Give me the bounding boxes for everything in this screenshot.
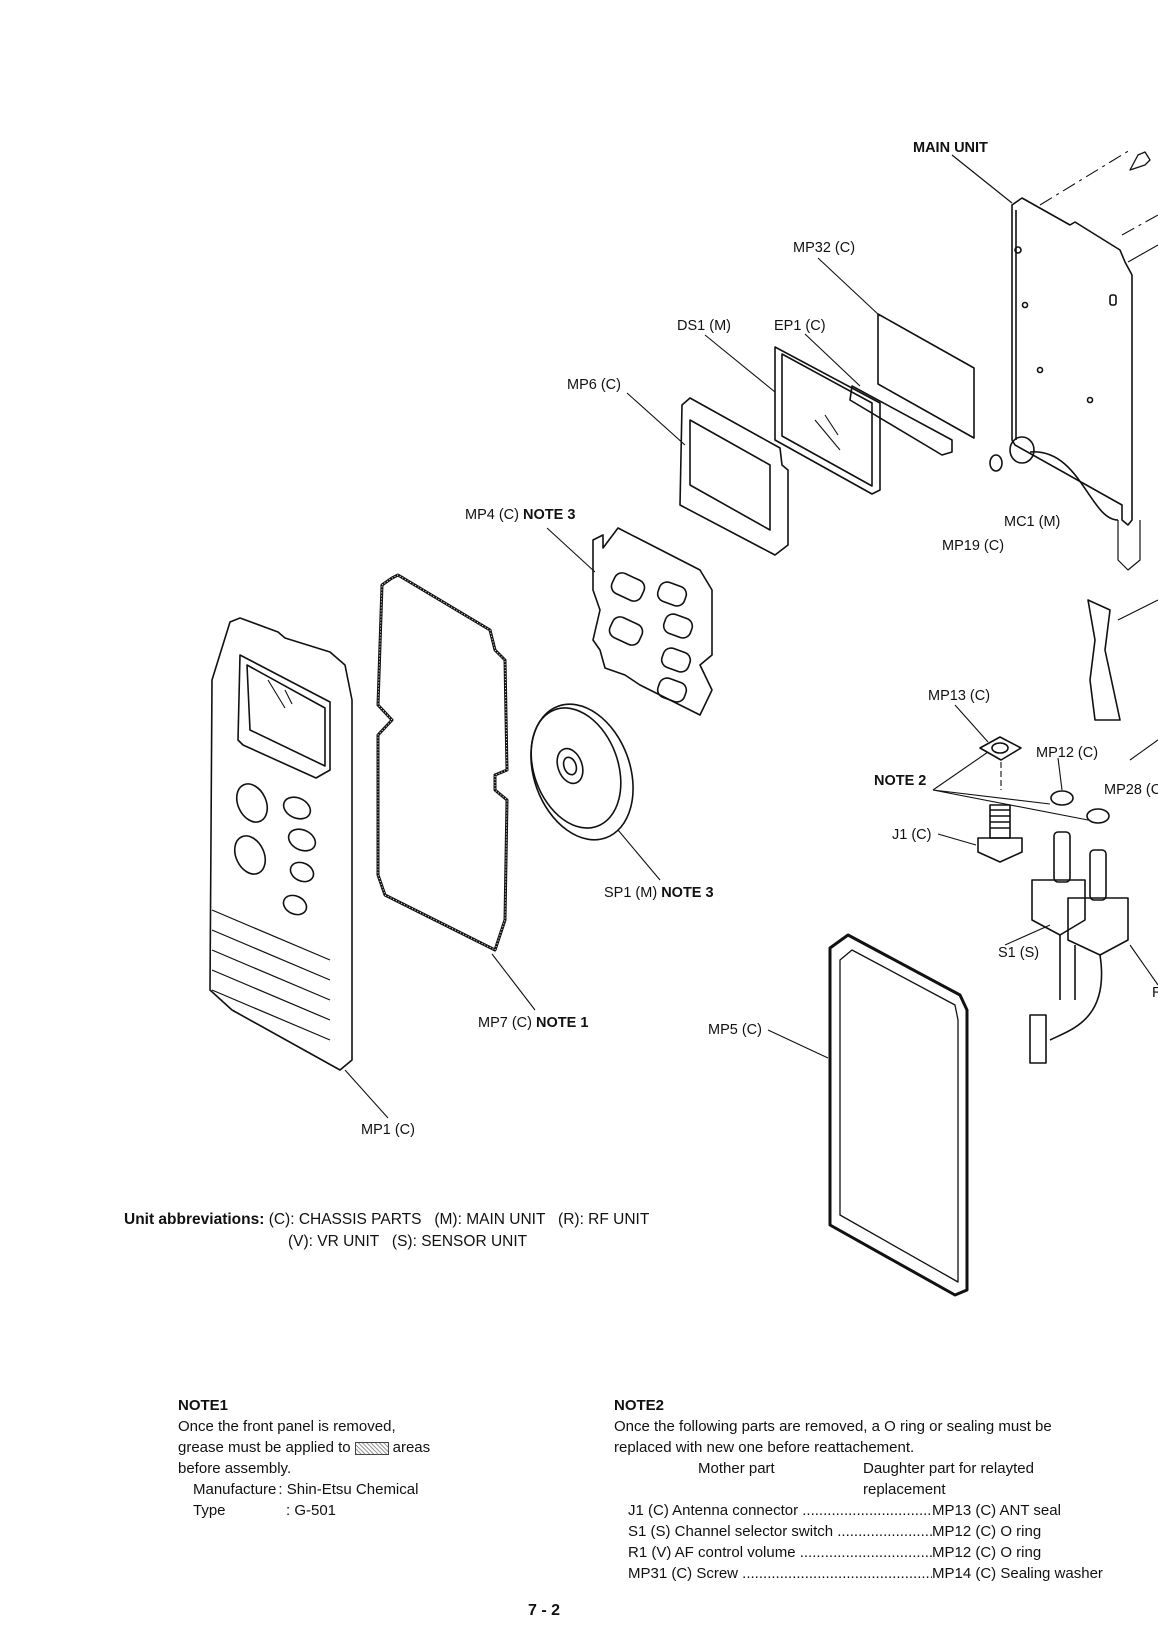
main-unit-leader — [951, 154, 1013, 204]
label-ep1: EP1 (C) — [774, 318, 826, 334]
mp1-front-panel — [209, 617, 353, 1071]
s1-r1-switches — [1029, 831, 1129, 1064]
mp12-o-ring-1 — [1050, 790, 1074, 806]
manufacture-label: Manufacture — [193, 1481, 277, 1498]
label-j1: J1 (C) — [892, 827, 932, 843]
mother-part: MP31 (C) Screw .........................… — [628, 1565, 932, 1582]
note2-title: NOTE2 — [614, 1397, 665, 1414]
manufacture-value: : Shin-Etsu Chemical — [278, 1481, 419, 1498]
label-mc1: MC1 (M) — [1004, 514, 1061, 530]
type-label: Type — [193, 1502, 226, 1519]
col-daughter: Daughter part for relayted — [863, 1460, 1034, 1477]
label-mp32: MP32 (C) — [793, 240, 856, 256]
note2-line2: replaced with new one before reattacheme… — [614, 1439, 915, 1456]
table-row: R1 (V) AF control volume ...............… — [614, 1542, 1103, 1563]
table-row: J1 (C) Antenna connector ...............… — [614, 1500, 1103, 1521]
note1-line3: before assembly. — [178, 1460, 292, 1477]
note2-table: J1 (C) Antenna connector ...............… — [614, 1500, 1103, 1584]
label-r-cut: R — [1152, 985, 1158, 1001]
label-mp19: MP19 (C) — [942, 538, 1005, 554]
label-mp6: MP6 (C) — [567, 377, 621, 393]
label-s1: S1 (S) — [998, 945, 1040, 961]
note1-title: NOTE1 — [178, 1397, 229, 1414]
mp12-o-ring-2 — [1086, 808, 1110, 824]
grease-hatch-swatch — [354, 1441, 389, 1455]
mp5-seal — [828, 933, 969, 1297]
table-row: MP31 (C) Screw .........................… — [614, 1563, 1103, 1584]
daughter-part: MP13 (C) ANT seal — [932, 1502, 1061, 1519]
mother-part: S1 (S) Channel selector switch .........… — [628, 1523, 932, 1540]
abbr-title: Unit abbreviations: — [124, 1211, 265, 1228]
label-mp5: MP5 (C) — [708, 1022, 762, 1038]
daughter-part: MP12 (C) O ring — [932, 1544, 1042, 1561]
note1-line1: Once the front panel is removed, — [178, 1418, 396, 1435]
daughter-part: MP12 (C) O ring — [932, 1523, 1042, 1540]
mp32-sheet — [877, 313, 975, 439]
label-ds1: DS1 (M) — [677, 318, 731, 334]
abbr-line1: (C): CHASSIS PARTS (M): MAIN UNIT (R): R… — [268, 1211, 650, 1228]
label-mp12: MP12 (C) — [1036, 745, 1099, 761]
label-mp28: MP28 (C — [1104, 782, 1158, 798]
note2-block: NOTE2 Once the following parts are remov… — [614, 1395, 1103, 1584]
note2-line1: Once the following parts are removed, a … — [614, 1418, 1052, 1435]
mc1-microphone — [989, 436, 1141, 571]
mother-part: R1 (V) AF control volume ...............… — [628, 1544, 932, 1561]
label-mp7: MP7 (C) NOTE 1 — [478, 1015, 589, 1031]
label-mp4: MP4 (C) NOTE 3 — [465, 507, 576, 523]
label-note2: NOTE 2 — [874, 773, 927, 789]
mp6-frame — [679, 397, 789, 556]
daughter-part: MP14 (C) Sealing washer — [932, 1565, 1103, 1582]
ep1-strip — [849, 385, 953, 456]
flex-cable — [1087, 599, 1121, 721]
main-unit-board — [1011, 149, 1158, 526]
unit-abbreviations: Unit abbreviations: (C): CHASSIS PARTS (… — [124, 1209, 649, 1253]
note1-block: NOTE1 Once the front panel is removed, g… — [178, 1395, 430, 1521]
type-value: : G-501 — [286, 1502, 337, 1519]
abbr-line2: (V): VR UNIT (S): SENSOR UNIT — [288, 1233, 528, 1250]
label-main-unit: MAIN UNIT — [913, 140, 988, 156]
ds1-lcd — [774, 346, 881, 495]
mp13-ant-seal — [979, 736, 1022, 761]
mp4-keypad — [592, 527, 713, 716]
label-mp13: MP13 (C) — [928, 688, 991, 704]
label-sp1: SP1 (M) NOTE 3 — [604, 885, 714, 901]
mp7-gasket — [376, 573, 509, 952]
label-mp1: MP1 (C) — [361, 1122, 415, 1138]
col-daughter-2: replacement — [863, 1481, 946, 1498]
j1-antenna-connector — [977, 804, 1023, 863]
mother-part: J1 (C) Antenna connector ...............… — [628, 1502, 932, 1519]
col-mother: Mother part — [698, 1460, 775, 1477]
sp1-speaker — [530, 703, 634, 841]
page-number: 7 - 2 — [528, 1602, 561, 1619]
table-row: S1 (S) Channel selector switch .........… — [614, 1521, 1103, 1542]
